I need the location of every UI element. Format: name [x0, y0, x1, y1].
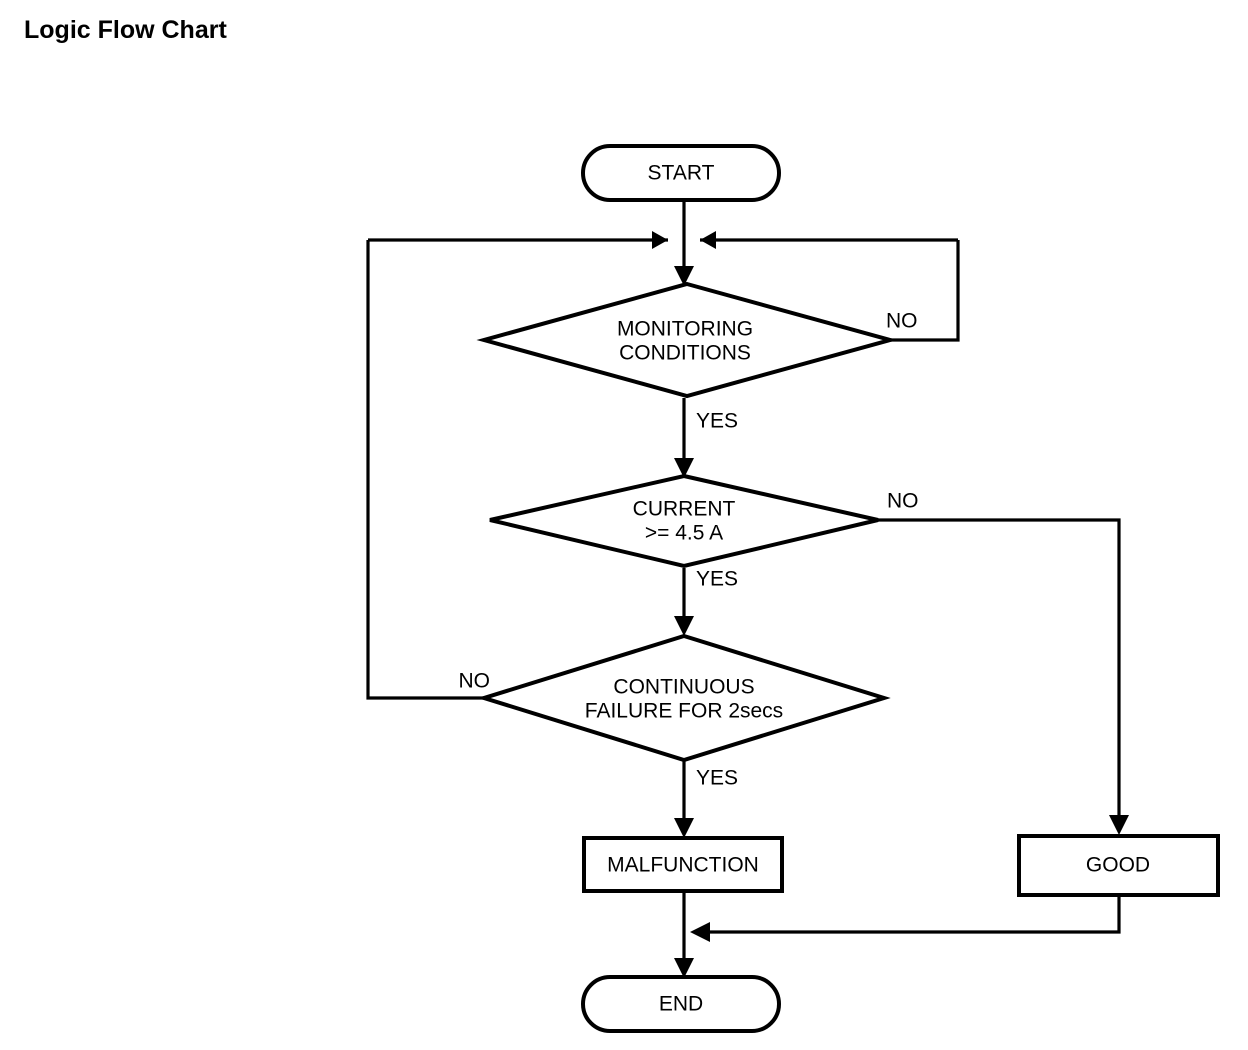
node-monitoring-conditions[interactable]: MONITORING CONDITIONS — [476, 281, 898, 399]
node-malfunction[interactable]: MALFUNCTION — [582, 836, 784, 893]
node-current-threshold[interactable]: CURRENT >= 4.5 A — [489, 473, 879, 569]
node-good[interactable]: GOOD — [1017, 834, 1220, 897]
edge-good-to-end-merge — [700, 895, 1121, 934]
continuous-label-line1: CONTINUOUS — [613, 676, 754, 699]
arrowhead-into-end — [674, 958, 694, 978]
arrowhead-into-current — [674, 458, 694, 478]
edge-label-monitoring-yes: YES — [696, 410, 738, 433]
arrowhead-into-monitoring — [674, 266, 694, 286]
edge-label-monitoring-no: NO — [886, 310, 918, 333]
continuous-shape — [477, 633, 891, 763]
page-title: Logic Flow Chart — [24, 16, 227, 44]
edge-label-current-yes: YES — [696, 568, 738, 591]
node-end[interactable]: END — [581, 975, 781, 1033]
end-label: END — [659, 993, 703, 1016]
monitoring-label-line2: CONDITIONS — [619, 342, 751, 365]
current-label-line2: >= 4.5 A — [645, 522, 723, 545]
edge-label-current-no: NO — [887, 490, 919, 513]
arrowhead-good-merge — [690, 922, 710, 942]
malfunction-shape — [582, 836, 784, 893]
monitoring-shape — [476, 281, 898, 399]
edge-current-no-path — [878, 518, 1121, 829]
node-continuous-failure[interactable]: CONTINUOUS FAILURE FOR 2secs — [477, 633, 891, 763]
end-shape — [581, 975, 781, 1033]
edge-label-continuous-yes: YES — [696, 767, 738, 790]
continuous-label-line2: FAILURE FOR 2secs — [585, 700, 783, 723]
arrowhead-into-continuous — [674, 616, 694, 636]
edge-monitoring-no-path — [890, 240, 960, 342]
malfunction-label: MALFUNCTION — [607, 854, 759, 877]
arrowhead-continuous-no-return — [652, 231, 668, 249]
good-label: GOOD — [1086, 854, 1150, 877]
edge-label-continuous-no: NO — [459, 670, 491, 693]
arrowhead-into-malfunction — [674, 818, 694, 838]
good-shape — [1017, 834, 1220, 897]
current-label-line1: CURRENT — [633, 498, 736, 521]
current-shape — [489, 473, 879, 569]
monitoring-label-line1: MONITORING — [617, 318, 753, 341]
arrowhead-into-good — [1109, 815, 1129, 835]
node-start[interactable]: START — [581, 144, 781, 202]
arrowhead-monitoring-no-return — [700, 231, 716, 249]
edge-continuous-no-path — [366, 240, 484, 700]
start-shape — [581, 144, 781, 202]
start-label: START — [648, 162, 715, 185]
